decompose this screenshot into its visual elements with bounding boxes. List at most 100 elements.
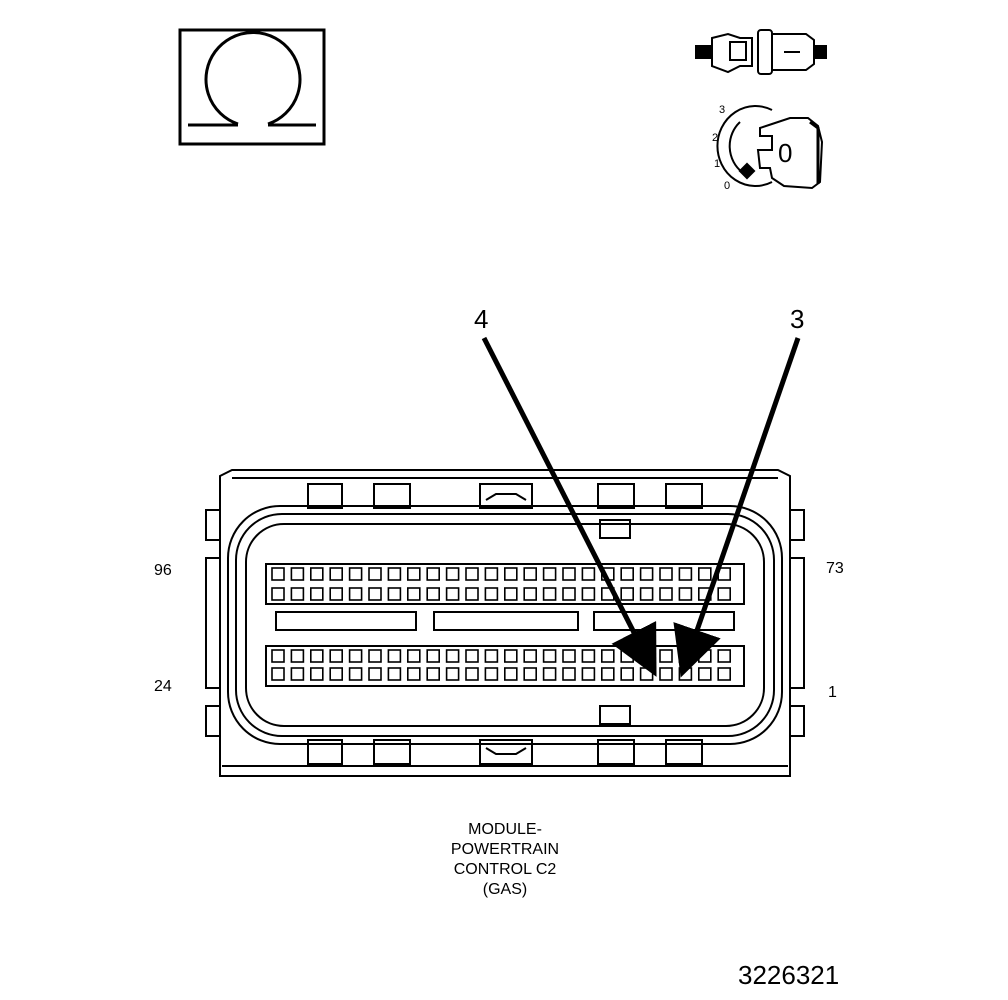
pin-cavity <box>678 567 693 581</box>
pin-cavity <box>290 567 305 581</box>
pin-cavity <box>523 567 538 581</box>
pin-cavity <box>484 587 499 601</box>
pin-cavity <box>406 587 421 601</box>
pin-cavity <box>581 567 596 581</box>
pin-cavity <box>697 567 712 581</box>
pin-cavity <box>348 649 363 663</box>
pin-cavity <box>659 567 673 581</box>
pin-cavity <box>368 667 382 681</box>
pin-cavity <box>348 587 363 601</box>
key-label: 0 <box>778 138 793 168</box>
callout-3-label: 3 <box>790 304 805 334</box>
pin-cavity <box>581 587 596 601</box>
pin-cavity <box>542 649 557 663</box>
pin-cavity <box>290 587 305 601</box>
pin-cavity <box>271 587 285 601</box>
pin-cavity <box>329 667 344 681</box>
pin-cavity <box>309 649 324 663</box>
pin-cavity <box>271 667 285 681</box>
pin-cavity <box>581 667 596 681</box>
pin-cavity <box>620 667 635 681</box>
pin-cavity <box>562 567 576 581</box>
caption-line-4: (GAS) <box>482 881 528 898</box>
pin-cavity <box>678 587 693 601</box>
key-position-2: 2 <box>712 132 719 144</box>
pin-cavity <box>600 649 615 663</box>
pin-cavity <box>659 667 673 681</box>
pin-cavity <box>271 649 285 663</box>
pin-cavity <box>639 587 654 601</box>
pin-cavity <box>368 587 382 601</box>
pin-label-1: 1 <box>828 684 837 701</box>
pin-label-73: 73 <box>826 560 844 577</box>
pin-cavity <box>717 667 732 681</box>
caption-line-2: POWERTRAIN <box>450 841 560 858</box>
pin-cavity <box>426 567 441 581</box>
pin-cavity <box>406 667 421 681</box>
pin-cavity <box>329 587 344 601</box>
key-position-1: 1 <box>714 158 721 170</box>
pin-cavity <box>426 587 441 601</box>
pin-cavity <box>329 567 344 581</box>
pin-cavity <box>562 649 576 663</box>
pin-cavity <box>503 667 518 681</box>
pin-cavity <box>639 667 654 681</box>
pin-cavity <box>620 649 635 663</box>
caption-line-3: CONTROL C2 <box>453 861 557 878</box>
pin-label-96: 96 <box>154 562 172 579</box>
pin-cavity <box>484 649 499 663</box>
connector-caption: MODULE- POWERTRAIN CONTROL C2 (GAS) <box>390 820 620 900</box>
pin-cavity <box>717 587 732 601</box>
pin-cavity <box>445 567 460 581</box>
pin-cavity <box>329 649 344 663</box>
figure-number: 3226321 <box>738 960 840 990</box>
pin-cavity <box>465 649 479 663</box>
pin-cavity <box>562 667 576 681</box>
pin-cavity <box>348 567 363 581</box>
pin-cavity <box>484 667 499 681</box>
pin-cavity <box>465 567 479 581</box>
pin-cavity <box>503 567 518 581</box>
pin-cavity <box>445 587 460 601</box>
pin-cavity <box>678 667 693 681</box>
pin-cavity <box>717 649 732 663</box>
pin-cavity <box>620 567 635 581</box>
pin-cavity <box>659 587 673 601</box>
pin-cavity <box>523 649 538 663</box>
pin-cavity <box>387 587 402 601</box>
caption-line-1: MODULE- <box>468 821 542 838</box>
pin-cavity <box>600 667 615 681</box>
pin-cavity <box>581 649 596 663</box>
pin-cavity <box>426 667 441 681</box>
pin-cavity <box>406 567 421 581</box>
pin-cavity <box>271 567 285 581</box>
callout-4-leader <box>481 336 657 677</box>
key-position-3: 3 <box>719 104 726 116</box>
pin-cavity <box>523 667 538 681</box>
pin-label-24: 24 <box>154 678 172 695</box>
pin-cavity <box>465 587 479 601</box>
disconnected-connector-icon <box>695 29 827 75</box>
pin-cavity <box>309 587 324 601</box>
pin-cavity <box>484 567 499 581</box>
pin-cavity <box>639 567 654 581</box>
pin-cavity <box>309 667 324 681</box>
ohmmeter-icon <box>178 28 326 146</box>
pin-cavity <box>290 649 305 663</box>
pin-cavity <box>368 649 382 663</box>
connector-body <box>205 469 805 777</box>
callout-4-label: 4 <box>474 304 489 334</box>
pin-cavity <box>503 649 518 663</box>
pin-cavity <box>503 587 518 601</box>
ignition-key-icon <box>716 105 824 190</box>
pin-cavity <box>697 667 712 681</box>
pin-cavity <box>368 567 382 581</box>
pin-cavity <box>542 567 557 581</box>
pin-cavity <box>348 667 363 681</box>
pin-cavity <box>387 649 402 663</box>
pin-cavity <box>562 587 576 601</box>
pin-cavity <box>445 667 460 681</box>
pin-cavity <box>445 649 460 663</box>
pin-cavity <box>523 587 538 601</box>
